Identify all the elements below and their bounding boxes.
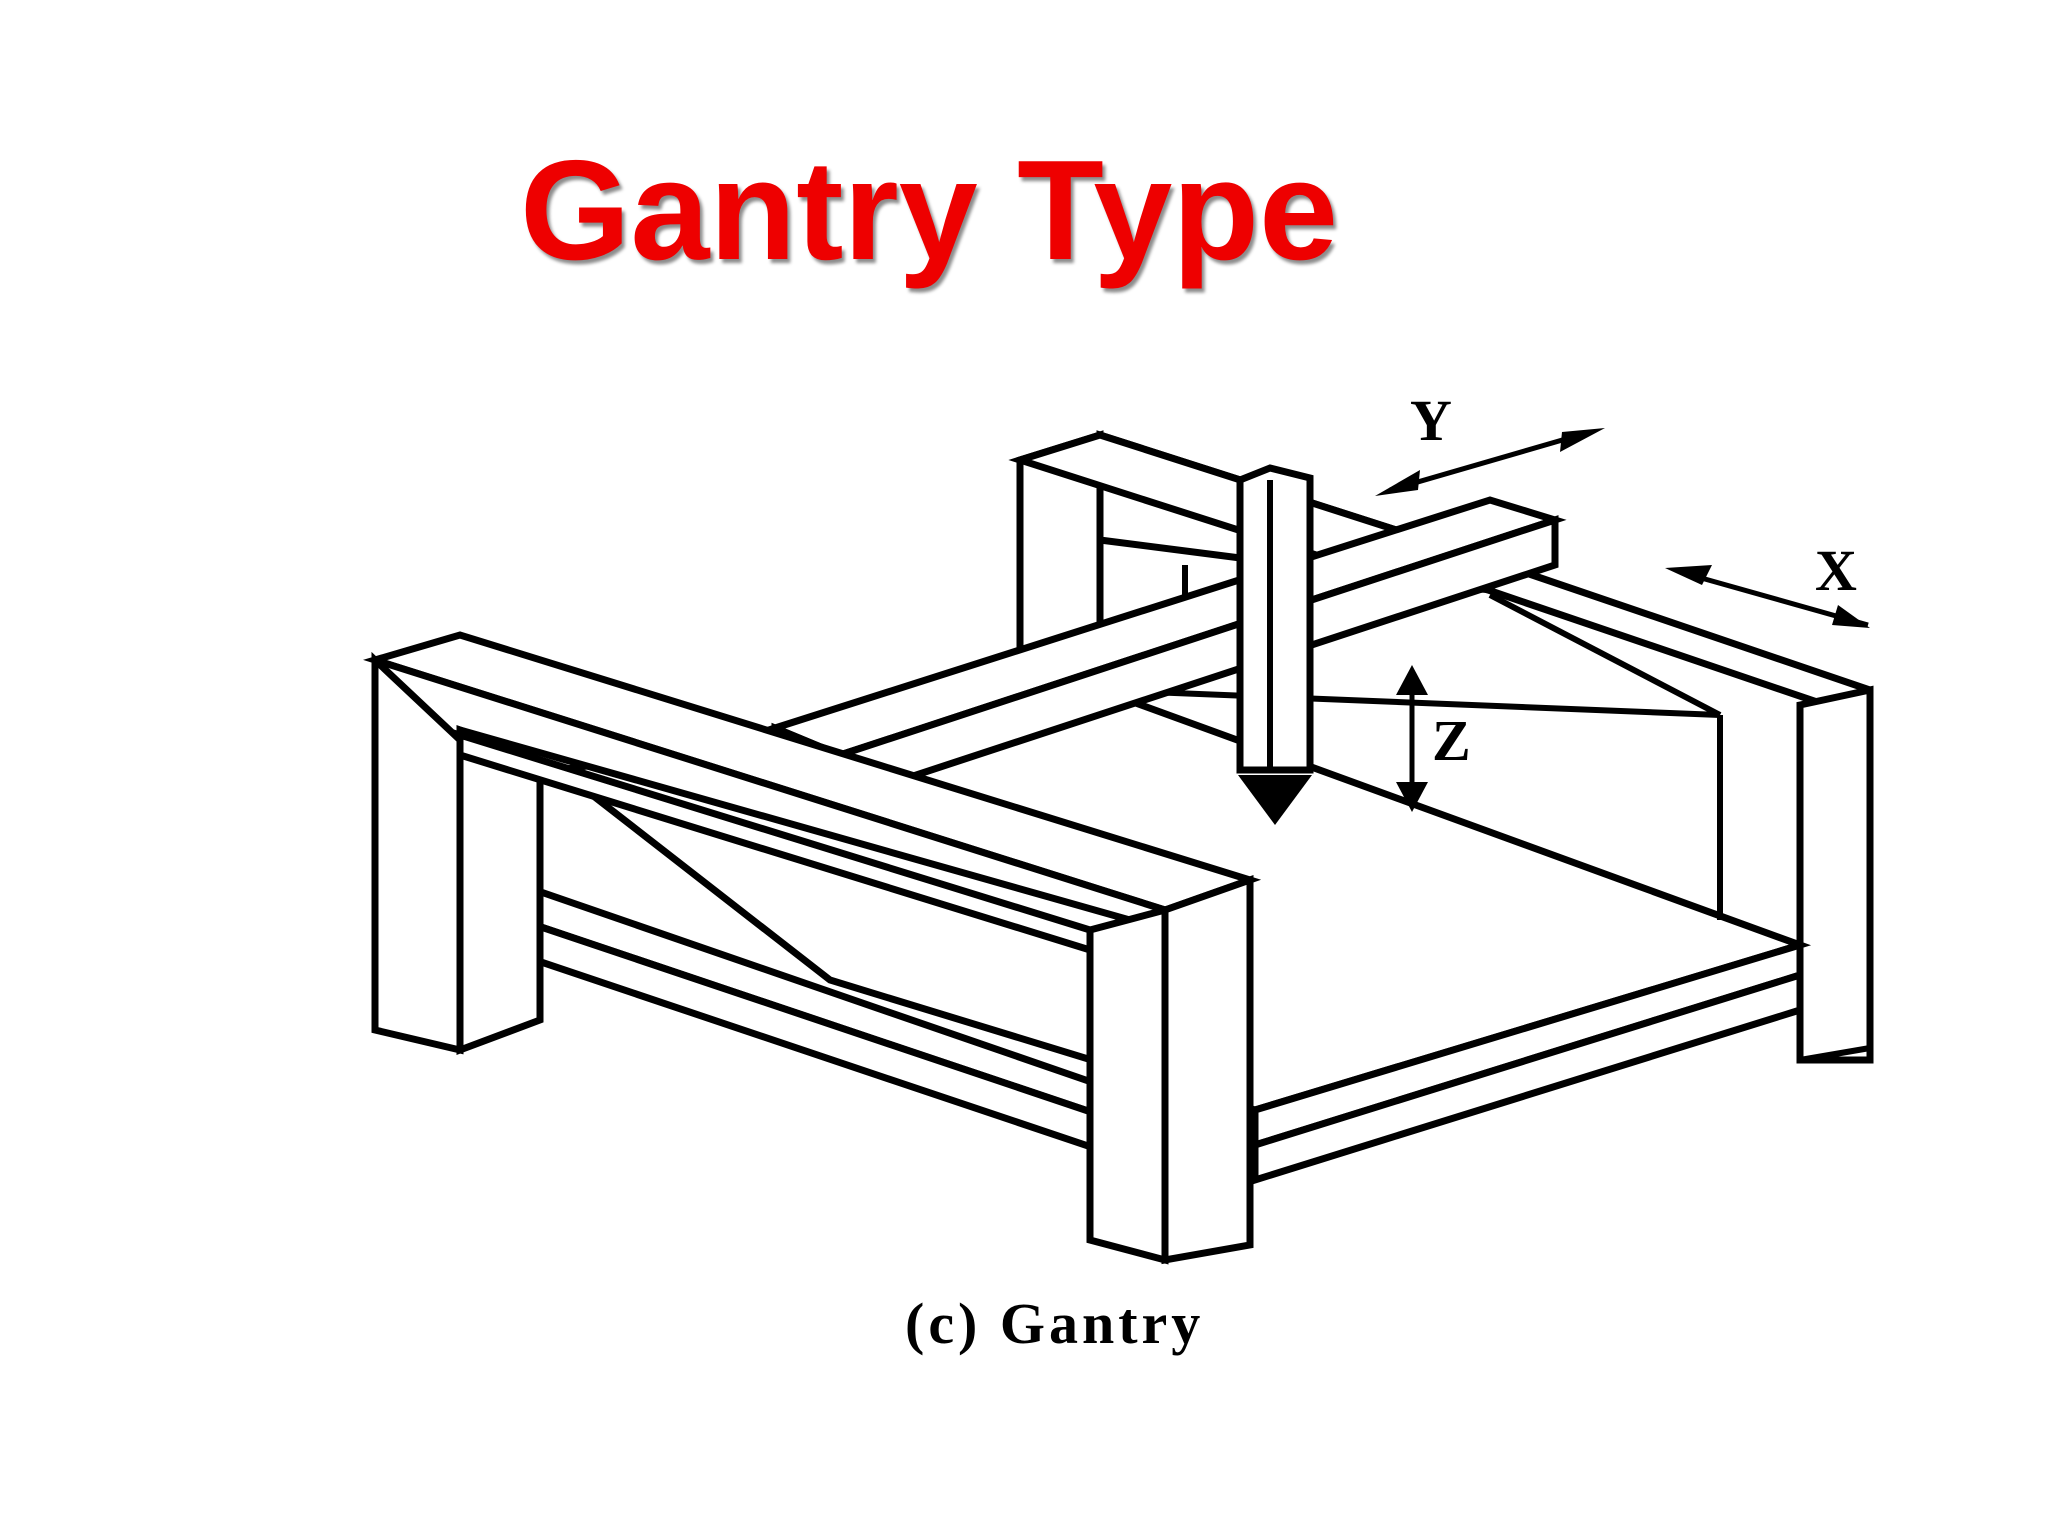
x-axis-arrow: X [1665, 538, 1870, 628]
y-axis-arrow: Y [1375, 388, 1605, 496]
back-rail [1484, 555, 1874, 1064]
z-axis-arrow: Z [1396, 665, 1471, 812]
y-axis-label: Y [1410, 388, 1452, 453]
spindle [1236, 464, 1314, 825]
slide-title: Gantry Type [520, 131, 1339, 290]
x-axis-label: X [1815, 538, 1857, 603]
z-axis-label: Z [1432, 708, 1471, 773]
diagram-caption: (c) Gantry [905, 1291, 1205, 1356]
front-frame [363, 631, 1262, 1265]
